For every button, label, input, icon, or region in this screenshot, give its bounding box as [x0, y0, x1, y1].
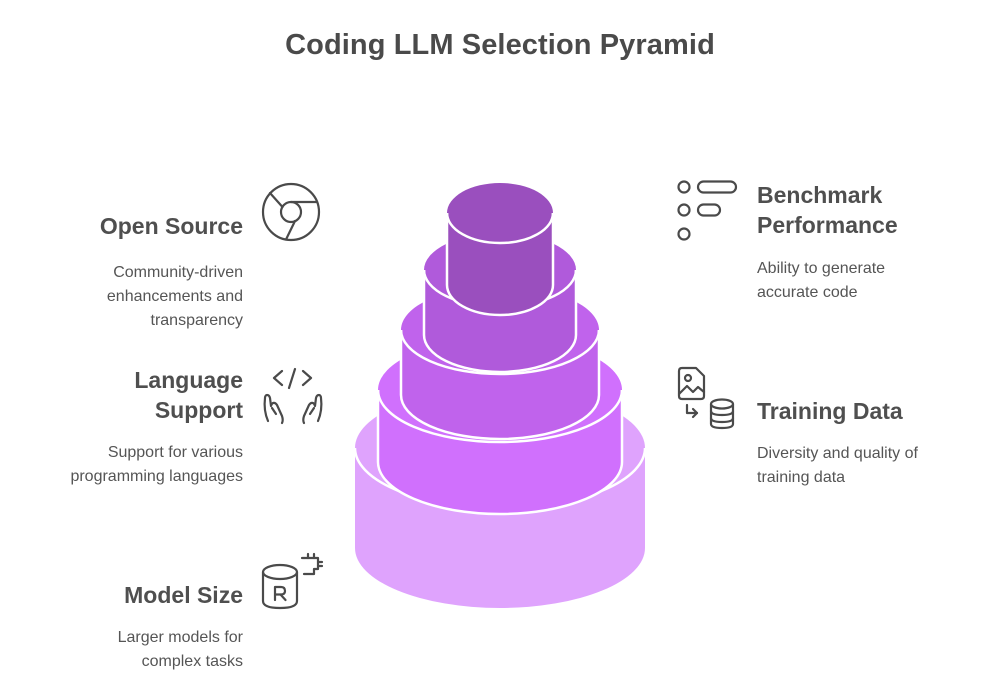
- desc-line: Larger models for: [117, 629, 243, 646]
- tier-outline: [399, 330, 601, 441]
- heading-line: Benchmark: [757, 182, 883, 208]
- desc-line: Diversity and quality of: [757, 445, 918, 462]
- code-hands-icon: [263, 367, 323, 425]
- tier-outline: [422, 270, 578, 374]
- desc-line: Community-driven: [113, 264, 243, 281]
- open-source-description: Community-driven enhancements and transp…: [107, 261, 243, 333]
- desc-line: training data: [757, 469, 846, 486]
- list-toggle-icon: [677, 180, 738, 241]
- pyramid-tier-1: [445, 183, 555, 317]
- language-support-heading: Language Support: [134, 365, 243, 425]
- tier-body: [447, 183, 553, 315]
- open-source-heading: Open Source: [99, 213, 243, 239]
- tier-rim: [399, 329, 601, 376]
- desc-line: Support for various: [107, 444, 243, 461]
- chrome-icon: [261, 182, 321, 242]
- model-size-heading: Model Size: [124, 582, 243, 608]
- desc-line: programming languages: [70, 468, 243, 485]
- tier-outline: [376, 390, 624, 516]
- language-support-description: Support for various programming language…: [70, 441, 243, 489]
- tier-rim: [445, 212, 555, 245]
- tier-outline: [445, 213, 555, 317]
- diagram-title: Coding LLM Selection Pyramid: [285, 29, 715, 61]
- image-to-database-icon: [677, 366, 735, 430]
- tier-rim: [376, 389, 624, 444]
- training-data-heading: Training Data: [757, 398, 903, 424]
- database-r-icon: [261, 552, 324, 610]
- heading-line: Performance: [757, 212, 898, 238]
- benchmark-description: Ability to generate accurate code: [757, 257, 885, 305]
- heading-line: Language: [134, 367, 243, 393]
- desc-line: complex tasks: [141, 653, 243, 670]
- model-size-description: Larger models for complex tasks: [118, 626, 243, 674]
- desc-line: enhancements and: [106, 288, 243, 305]
- heading-line: Support: [154, 397, 243, 423]
- training-data-description: Diversity and quality of training data: [757, 442, 918, 490]
- benchmark-heading: Benchmark Performance: [757, 180, 898, 240]
- desc-line: accurate code: [757, 284, 858, 301]
- desc-line: Ability to generate: [757, 260, 886, 277]
- desc-line: transparency: [150, 312, 244, 329]
